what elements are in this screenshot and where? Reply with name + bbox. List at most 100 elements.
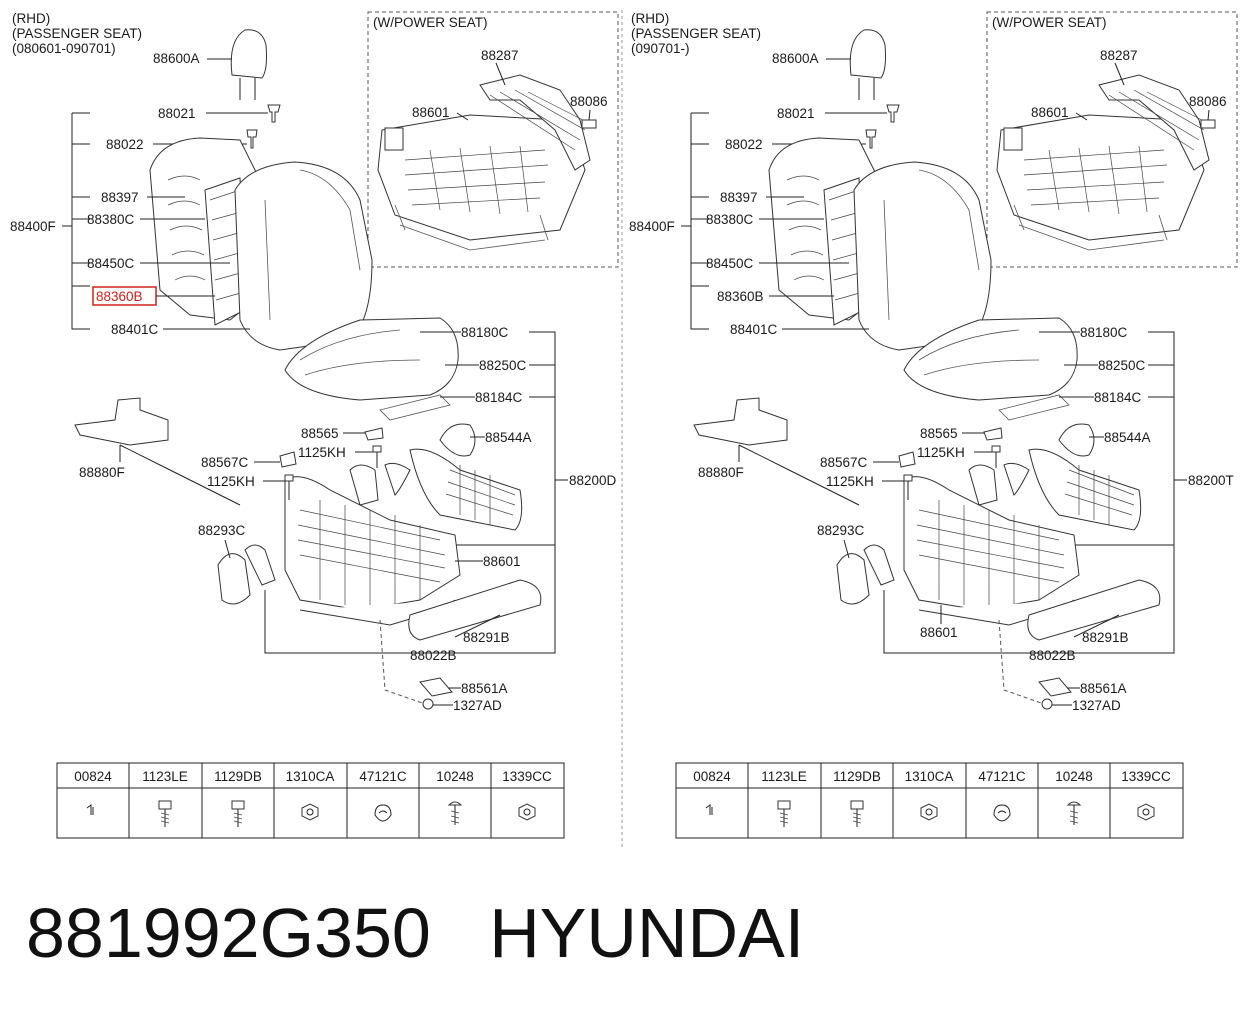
washer-icon bbox=[993, 804, 1011, 822]
label-88400F: 88400F bbox=[629, 219, 675, 234]
table-header: 00824 bbox=[693, 769, 731, 784]
table-header: 10248 bbox=[1055, 769, 1093, 784]
panel-header-line-3: (090701-) bbox=[631, 41, 690, 56]
table-header: 1123LE bbox=[761, 769, 807, 784]
label-88022B: 88022B bbox=[410, 648, 457, 663]
clip-icon bbox=[865, 104, 900, 149]
hardware-table: 00824 1123LE 1129DB 1310CA 47121C 10248 … bbox=[56, 762, 565, 839]
nut-icon bbox=[920, 803, 938, 821]
label-88544A: 88544A bbox=[485, 430, 532, 445]
label-1327AD: 1327AD bbox=[453, 698, 502, 713]
inset-label-88086: 88086 bbox=[570, 94, 608, 109]
label-88293C: 88293C bbox=[817, 523, 865, 538]
bolt-icon bbox=[903, 445, 1001, 500]
label-88180C: 88180C bbox=[1080, 325, 1128, 340]
footer-caption: 881992G350 HYUNDAI bbox=[26, 888, 804, 978]
clip-icon bbox=[279, 451, 297, 468]
panel-header-line-1: (RHD) bbox=[12, 11, 50, 26]
bolt-icon bbox=[1066, 801, 1082, 825]
clip-icon bbox=[983, 427, 1003, 441]
label-88293C: 88293C bbox=[198, 523, 246, 538]
panel-header-line-3: (080601-090701) bbox=[12, 41, 116, 56]
clip-icon bbox=[898, 451, 916, 468]
bolt-icon bbox=[850, 800, 864, 827]
label-88380C: 88380C bbox=[706, 212, 754, 227]
table-header: 47121C bbox=[359, 769, 407, 784]
label-88184C: 88184C bbox=[475, 390, 523, 405]
inset-title: (W/POWER SEAT) bbox=[373, 15, 488, 30]
label-88561A: 88561A bbox=[461, 681, 508, 696]
cover-icon bbox=[836, 544, 895, 605]
table-header: 1339CC bbox=[1121, 769, 1171, 784]
table-header: 1310CA bbox=[905, 769, 954, 784]
label-88021: 88021 bbox=[158, 106, 196, 121]
label-88250C: 88250C bbox=[1098, 358, 1146, 373]
label-88200D: 88200D bbox=[569, 473, 617, 488]
cover-icon bbox=[1028, 423, 1142, 531]
cover-icon bbox=[1027, 579, 1161, 641]
power-seat-inset-box bbox=[986, 11, 1238, 268]
label-88561A: 88561A bbox=[1080, 681, 1127, 696]
label-88397: 88397 bbox=[720, 190, 758, 205]
headrest-icon bbox=[230, 29, 267, 100]
nut-icon bbox=[301, 803, 319, 821]
label-88565: 88565 bbox=[301, 426, 339, 441]
panel-left: (RHD) (PASSENGER SEAT) (080601-090701) (… bbox=[10, 11, 619, 839]
power-seat-frame-icon bbox=[377, 74, 597, 251]
bolt-icon bbox=[158, 800, 172, 827]
hardware-table: 00824 1123LE 1129DB 1310CA 47121C 10248 … bbox=[675, 762, 1184, 839]
clip-icon bbox=[419, 677, 453, 697]
inset-label-88601: 88601 bbox=[1031, 105, 1069, 120]
bolt-icon bbox=[447, 801, 463, 825]
bolt-icon bbox=[284, 445, 382, 500]
label-88022: 88022 bbox=[725, 137, 763, 152]
label-88291B: 88291B bbox=[1082, 630, 1129, 645]
nut-icon bbox=[422, 698, 434, 710]
table-header: 10248 bbox=[436, 769, 474, 784]
brand-name: HYUNDAI bbox=[489, 894, 805, 972]
label-88397: 88397 bbox=[101, 190, 139, 205]
seat-cushion-icon bbox=[284, 317, 459, 421]
table-header: 1310CA bbox=[286, 769, 335, 784]
panel-right: (RHD) (PASSENGER SEAT) (090701-) (W/POWE… bbox=[629, 11, 1238, 839]
panel-header-line-1: (RHD) bbox=[631, 11, 669, 26]
label-88565: 88565 bbox=[920, 426, 958, 441]
label-88601: 88601 bbox=[920, 625, 958, 640]
label-1125KH-lower: 1125KH bbox=[826, 474, 874, 489]
cover-icon bbox=[409, 423, 523, 531]
clip-icon bbox=[86, 804, 94, 815]
label-1125KH-upper: 1125KH bbox=[298, 445, 346, 460]
label-88200T: 88200T bbox=[1188, 473, 1234, 488]
washer-icon bbox=[374, 804, 392, 822]
label-88601: 88601 bbox=[483, 554, 521, 569]
clip-icon bbox=[364, 427, 384, 441]
label-88401C: 88401C bbox=[730, 322, 778, 337]
inset-title: (W/POWER SEAT) bbox=[992, 15, 1107, 30]
label-88021: 88021 bbox=[777, 106, 815, 121]
table-header: 47121C bbox=[978, 769, 1026, 784]
inset-label-88287: 88287 bbox=[481, 48, 519, 63]
label-88600A: 88600A bbox=[153, 51, 200, 66]
headrest-icon bbox=[849, 29, 886, 100]
label-1125KH-upper: 1125KH bbox=[917, 445, 965, 460]
inset-label-88086: 88086 bbox=[1189, 94, 1227, 109]
bolt-icon bbox=[777, 800, 791, 827]
power-seat-inset-box bbox=[367, 11, 619, 268]
clip-icon bbox=[246, 104, 281, 149]
nut-icon bbox=[1137, 803, 1155, 821]
bolt-icon bbox=[231, 800, 245, 827]
label-88567C: 88567C bbox=[820, 455, 868, 470]
label-88250C: 88250C bbox=[479, 358, 527, 373]
table-header: 1339CC bbox=[502, 769, 552, 784]
label-88360B: 88360B bbox=[717, 289, 764, 304]
table-header: 1123LE bbox=[142, 769, 188, 784]
part-number: 881992G350 bbox=[26, 894, 431, 972]
clip-icon bbox=[705, 804, 713, 815]
label-88880F: 88880F bbox=[79, 465, 125, 480]
power-seat-frame-icon bbox=[996, 74, 1216, 251]
panel-header-line-2: (PASSENGER SEAT) bbox=[631, 26, 761, 41]
label-88544A: 88544A bbox=[1104, 430, 1151, 445]
cover-icon bbox=[408, 579, 542, 641]
inset-label-88601: 88601 bbox=[412, 105, 450, 120]
